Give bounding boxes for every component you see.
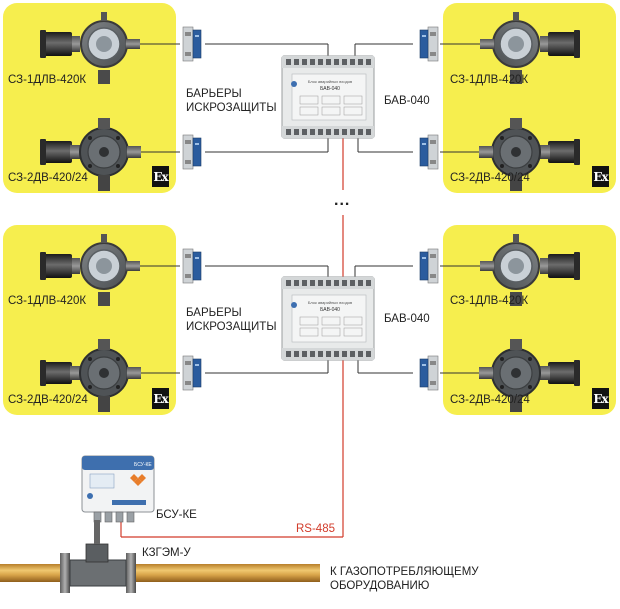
ex-mark-top-left: Ex: [152, 166, 169, 187]
barrier-bottom-left-1: [182, 248, 202, 284]
label-barriers-bottom-line1: БАРЬЕРЫ: [186, 307, 242, 319]
bsu-model-caption: БСУ-КЕ: [134, 462, 152, 468]
label-sensor-bottom-left-2: СЗ-2ДВ-420/24: [8, 394, 88, 406]
ex-mark-bottom-left: Ex: [152, 388, 169, 409]
barrier-bottom-right-1: [419, 248, 439, 284]
label-bav-bottom: БАВ-040: [384, 313, 430, 325]
label-sensor-top-right-1: СЗ-1ДЛВ-420К: [450, 74, 529, 86]
label-sensor-bottom-left-1: СЗ-1ДЛВ-420К: [8, 295, 87, 307]
label-rs485: RS-485: [296, 523, 335, 535]
continuation-ellipsis: ...: [334, 192, 351, 209]
ex-mark-bottom-right: Ex: [592, 388, 609, 409]
label-barriers-top-line2: ИСКРОЗАЩИТЫ: [186, 102, 277, 114]
barrier-bottom-right-2: [419, 355, 439, 391]
wires-bottom-group: [120, 265, 500, 374]
label-outlet-line1: К ГАЗОПОТРЕБЛЯЮЩЕМУ: [330, 566, 479, 578]
bav-title-top: Блок аварийных входов: [308, 79, 352, 84]
gas-pipeline: [0, 520, 320, 593]
label-sensor-top-left-2: СЗ-2ДВ-420/24: [8, 172, 88, 184]
barrier-top-right-1: [419, 26, 439, 62]
label-sensor-bottom-right-1: СЗ-1ДЛВ-420К: [450, 295, 529, 307]
label-barriers-bottom-line2: ИСКРОЗАЩИТЫ: [186, 321, 277, 333]
barrier-top-right-2: [419, 134, 439, 170]
barrier-bottom-left-2: [182, 355, 202, 391]
rs485-bus-line: [120, 138, 344, 538]
bav-model-bottom: БАВ-040: [320, 307, 340, 313]
label-sensor-top-right-2: СЗ-2ДВ-420/24: [450, 172, 530, 184]
label-kzgem-u: КЗГЭМ-У: [142, 547, 191, 559]
bav-model-top: БАВ-040: [320, 86, 340, 92]
bav-040-unit-bottom: Блок аварийных входов БАВ-040: [281, 276, 375, 361]
barrier-top-left-2: [182, 134, 202, 170]
bav-040-unit-top: Блок аварийных входов БАВ-040: [281, 55, 375, 139]
barrier-top-left-1: [182, 26, 202, 62]
label-outlet-line2: ОБОРУДОВАНИЮ: [330, 580, 430, 592]
label-bav-top: БАВ-040: [384, 95, 430, 107]
bav-title-bottom: Блок аварийных входов: [308, 300, 352, 305]
bsu-ke-unit: БСУ-КЕ: [81, 455, 155, 523]
label-sensor-top-left-1: СЗ-1ДЛВ-420К: [8, 74, 87, 86]
ex-mark-top-right: Ex: [592, 166, 609, 187]
label-sensor-bottom-right-2: СЗ-2ДВ-420/24: [450, 394, 530, 406]
label-bsu-ke: БСУ-КЕ: [156, 509, 197, 521]
label-barriers-top-line1: БАРЬЕРЫ: [186, 88, 242, 100]
